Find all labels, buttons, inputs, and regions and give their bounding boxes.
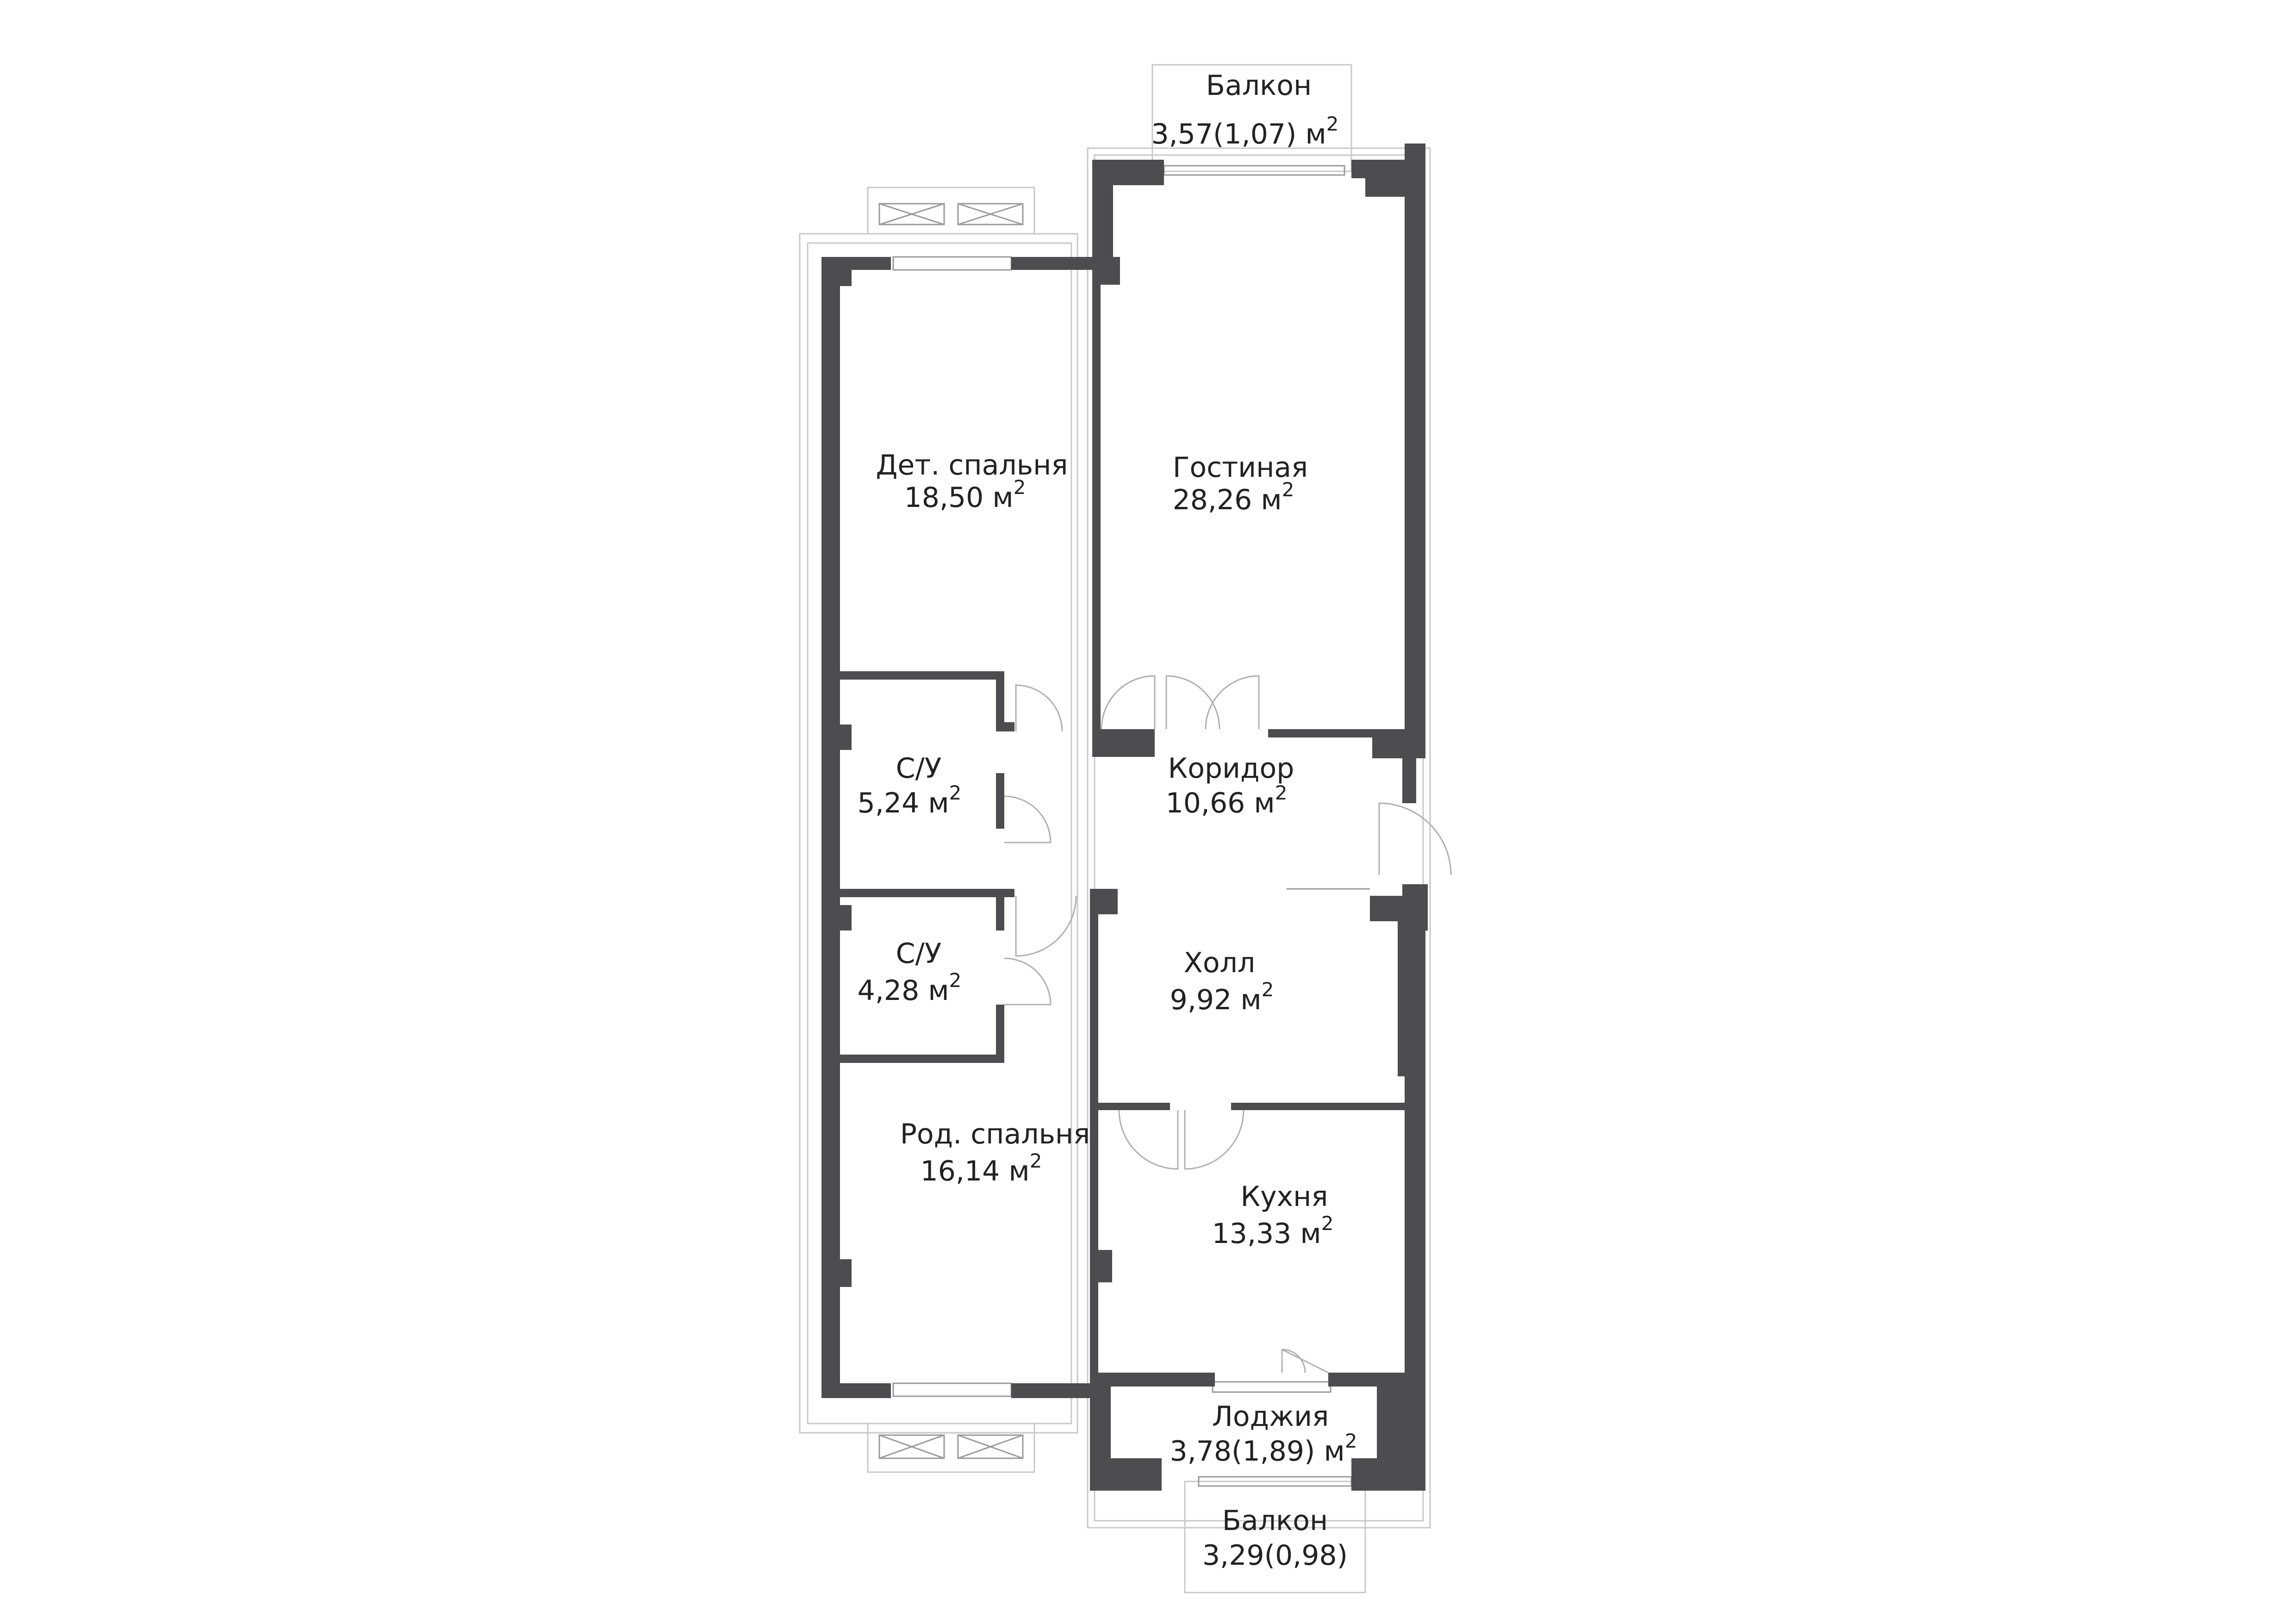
area-superscript: 2 (1321, 1212, 1334, 1235)
room-label-corridor: Коридор 10,66 м2 (1166, 752, 1294, 819)
room-label-kids-bedroom: Дет. спальня 18,50 м2 (876, 449, 1068, 514)
room-name: Коридор (1168, 752, 1294, 785)
svg-text:18,50 м2: 18,50 м2 (904, 476, 1026, 514)
room-area: 9,92 м (1170, 984, 1262, 1016)
room-area: 10,66 м (1166, 787, 1275, 819)
walls (821, 144, 1428, 1491)
room-label-loggia: Лоджия 3,78(1,89) м2 (1170, 1400, 1357, 1468)
room-name: Холл (1184, 947, 1256, 979)
room-area: 13,33 м (1212, 1218, 1321, 1250)
room-area: 18,50 м (904, 481, 1014, 514)
room-area: 3,78(1,89) м (1170, 1435, 1344, 1468)
svg-text:9,92 м2: 9,92 м2 (1170, 978, 1274, 1016)
svg-text:3,57(1,07) м2: 3,57(1,07) м2 (1151, 112, 1338, 150)
svg-text:3,29(0,98): 3,29(0,98) (1202, 1539, 1348, 1572)
area-superscript: 2 (1030, 1149, 1042, 1172)
kids-bedroom-balcony (867, 187, 1035, 235)
room-label-bathroom-1: С/У 5,24 м2 (858, 752, 962, 819)
area-superscript: 2 (1282, 478, 1294, 501)
room-name: С/У (896, 937, 942, 970)
svg-text:16,14 м2: 16,14 м2 (921, 1149, 1042, 1187)
room-name: Балкон (1222, 1505, 1328, 1537)
room-name: Балкон (1206, 69, 1312, 102)
room-label-hall: Холл 9,92 м2 (1170, 947, 1274, 1016)
area-superscript: 2 (1345, 1430, 1357, 1452)
area-superscript: 2 (1326, 112, 1339, 135)
svg-text:10,66 м2: 10,66 м2 (1166, 781, 1288, 819)
room-area: 16,14 м (921, 1155, 1030, 1187)
area-superscript: 2 (1014, 476, 1026, 499)
doors (1004, 675, 1452, 1374)
balcony-top-outline (1151, 64, 1352, 172)
room-name: Кухня (1241, 1181, 1328, 1213)
room-name: Гостиная (1173, 451, 1308, 484)
svg-text:5,24 м2: 5,24 м2 (858, 781, 962, 819)
svg-text:3,78(1,89) м2: 3,78(1,89) м2 (1170, 1430, 1357, 1468)
area-superscript: 2 (949, 969, 962, 992)
room-area: 28,26 м (1173, 484, 1282, 516)
area-superscript: 2 (949, 781, 962, 804)
svg-text:13,33 м2: 13,33 м2 (1212, 1212, 1334, 1250)
room-label-kitchen: Кухня 13,33 м2 (1212, 1181, 1334, 1250)
room-label-balcony-top: Балкон 3,57(1,07) м2 (1151, 69, 1338, 150)
room-name: Род. спальня (900, 1118, 1090, 1150)
room-label-bathroom-2: С/У 4,28 м2 (858, 937, 962, 1007)
room-area: 5,24 м (858, 787, 949, 819)
master-bedroom-balcony (867, 1423, 1035, 1473)
balcony-bottom-outline (1184, 1480, 1366, 1593)
facade-outline (799, 147, 1431, 1529)
room-label-master-bedroom: Род. спальня 16,14 м2 (900, 1118, 1090, 1187)
room-area: 3,29(0,98) (1202, 1539, 1348, 1572)
room-name: С/У (896, 752, 942, 785)
room-name: Дет. спальня (876, 449, 1068, 481)
svg-text:28,26 м2: 28,26 м2 (1173, 478, 1294, 516)
room-label-living-room: Гостиная 28,26 м2 (1173, 451, 1308, 516)
room-name: Лоджия (1212, 1400, 1329, 1433)
area-superscript: 2 (1275, 781, 1288, 804)
room-area: 3,57(1,07) м (1151, 118, 1326, 150)
svg-text:4,28 м2: 4,28 м2 (858, 969, 962, 1007)
room-area: 4,28 м (858, 974, 949, 1007)
room-label-balcony-bottom: Балкон 3,29(0,98) (1202, 1505, 1348, 1572)
windows (892, 165, 1352, 1487)
area-superscript: 2 (1262, 978, 1274, 1001)
